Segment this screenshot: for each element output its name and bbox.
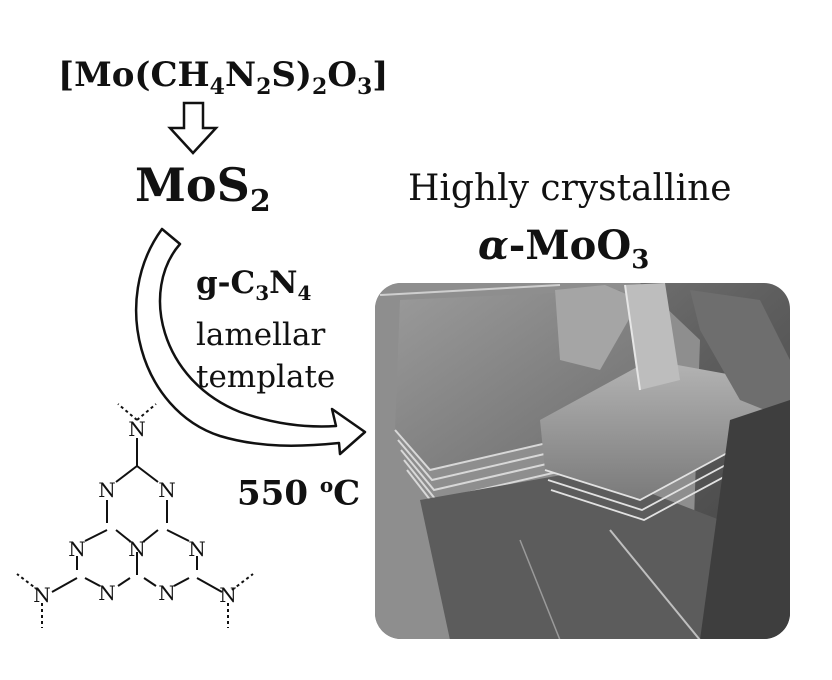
temperature-label: 550 oC — [237, 473, 361, 514]
template-label: g-C3N4 lamellar template — [196, 262, 335, 398]
atom-label: N — [98, 581, 116, 605]
sem-micrograph — [375, 283, 790, 639]
atom-label: N — [188, 537, 206, 561]
atom-label: N — [33, 583, 51, 607]
curved-arrow-icon — [134, 227, 367, 456]
template-line-lamellar: lamellar — [196, 317, 326, 354]
product-title-line2: α-MoO3 — [478, 222, 650, 275]
product-title-line1: Highly crystalline — [408, 168, 732, 209]
atom-label: N — [128, 537, 146, 561]
atom-label: N — [219, 583, 237, 607]
atom-label: N — [158, 581, 176, 605]
atom-label: N — [128, 417, 146, 441]
atom-label: N — [158, 478, 176, 502]
precursor-formula: [Mo(CH4N2S)2O3] — [58, 55, 389, 100]
template-formula: g-C3N4 — [196, 265, 312, 306]
atom-label: N — [98, 478, 116, 502]
heptazine-structure — [16, 403, 254, 628]
template-line-template: template — [196, 359, 336, 396]
heptazine-atom-labels: N N N N N N N N N N — [33, 417, 237, 607]
mos2-label: MoS2 — [135, 158, 271, 220]
atom-label: N — [68, 537, 86, 561]
down-arrow-icon — [167, 101, 219, 155]
